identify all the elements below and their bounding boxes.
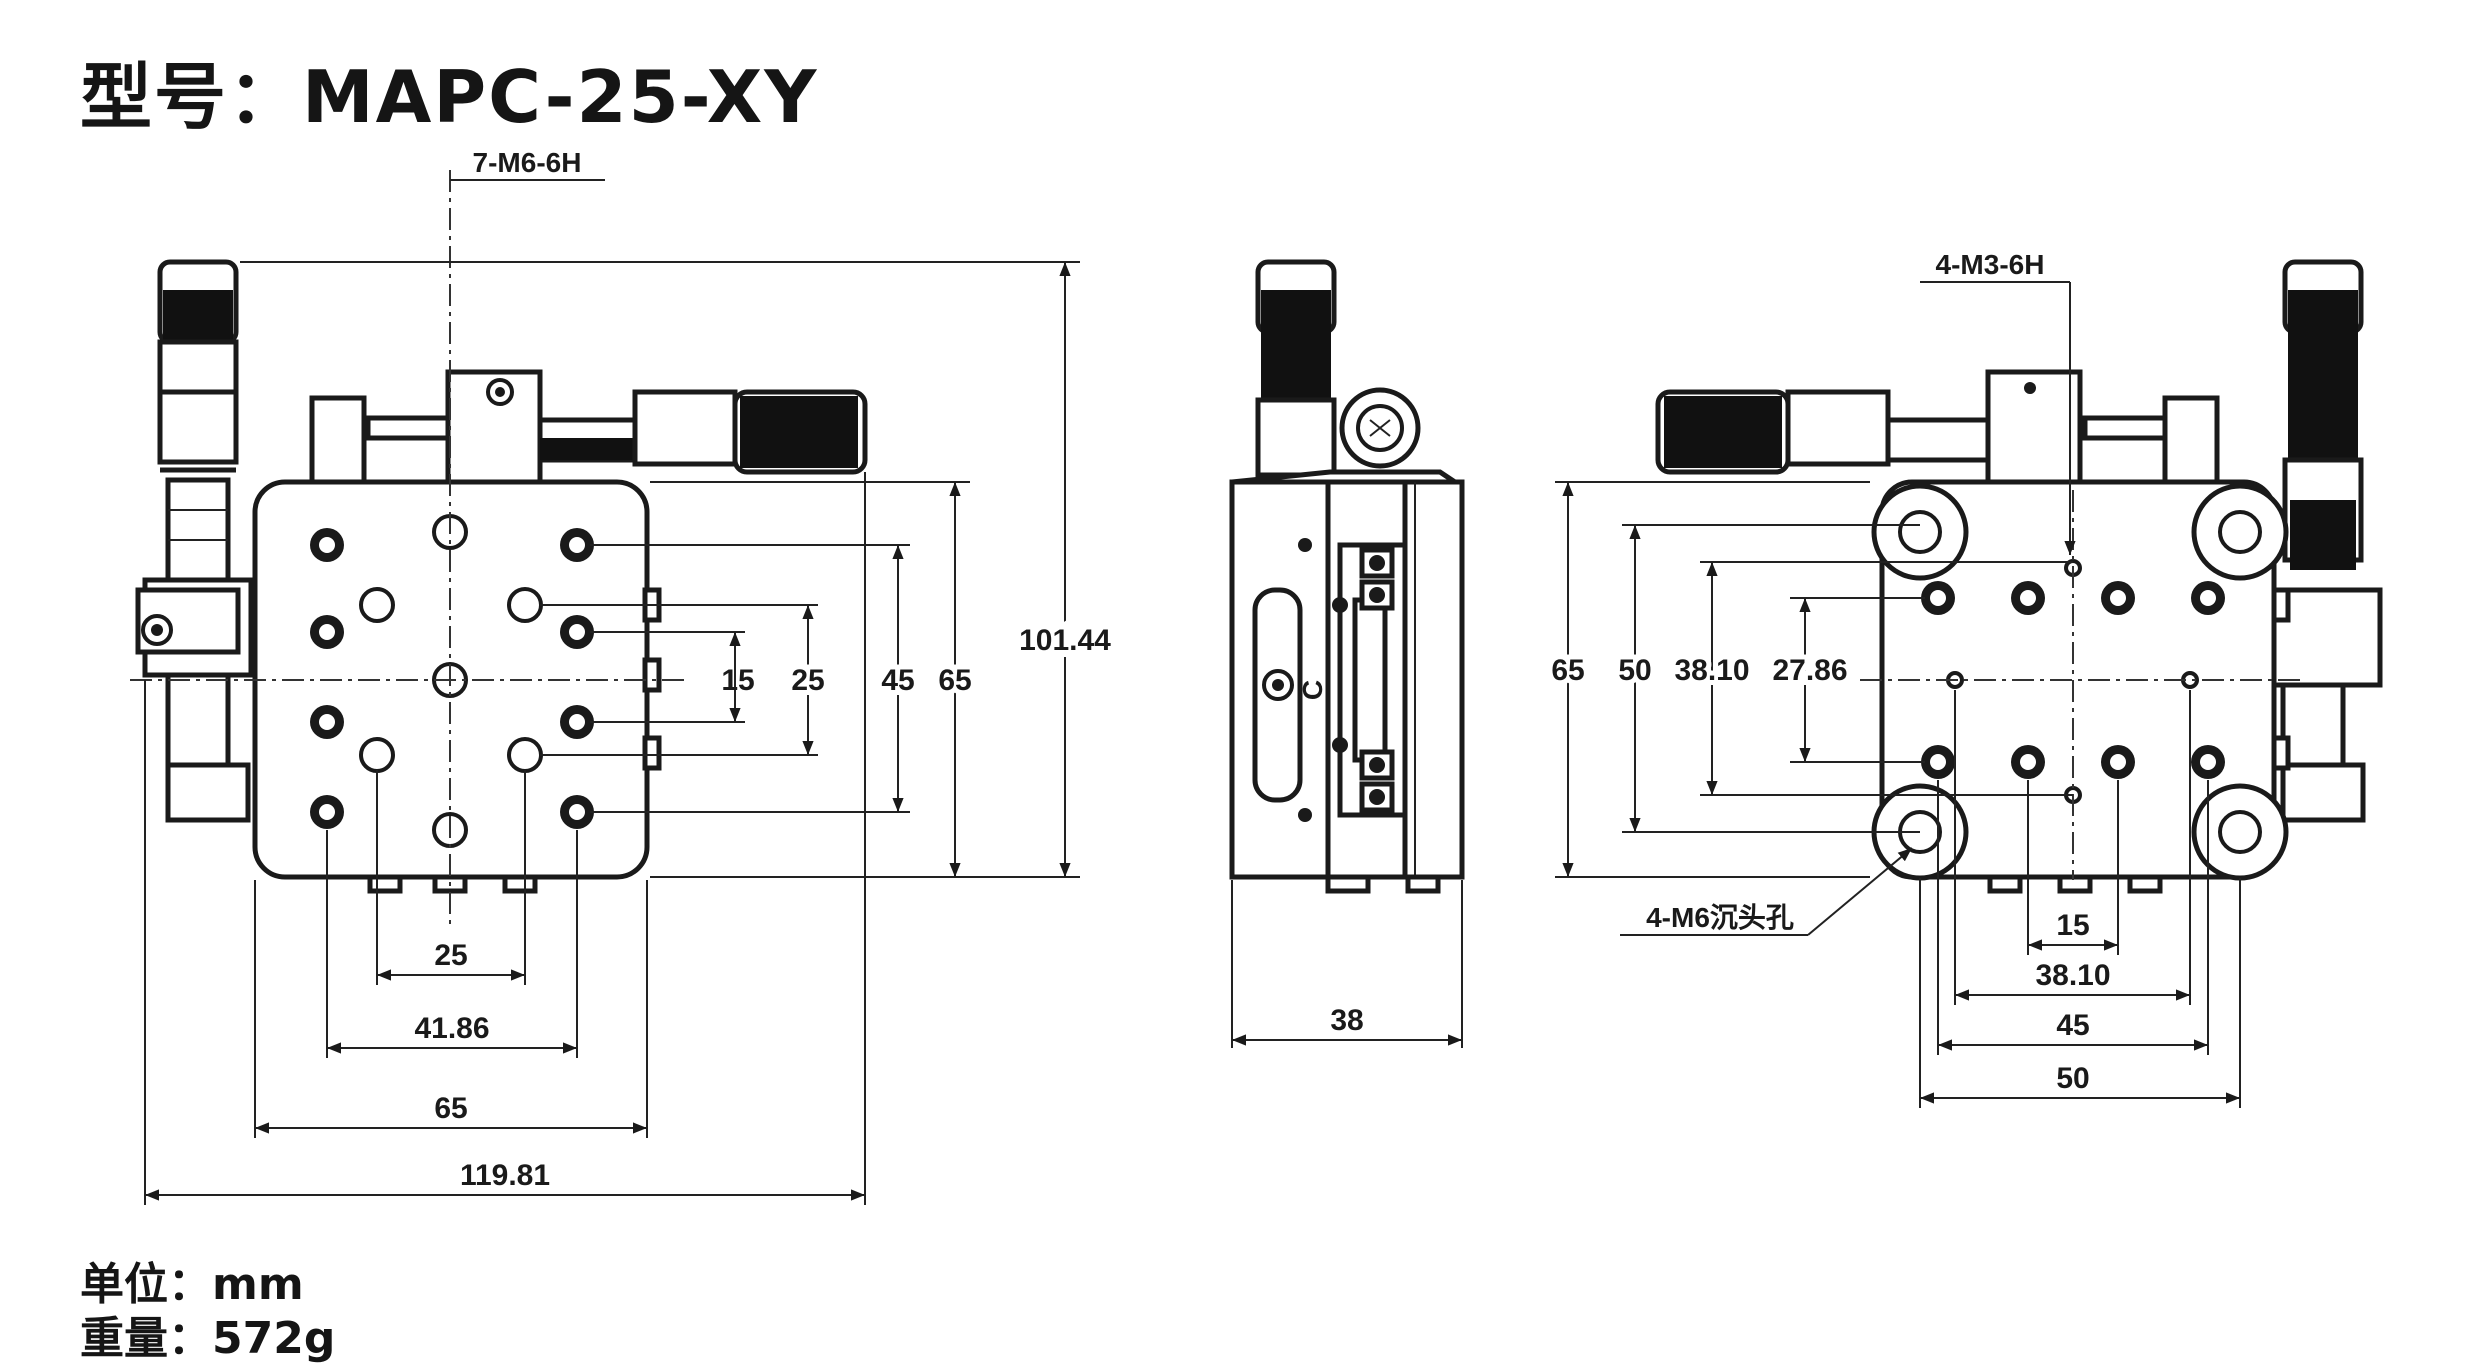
front-tapped-holes [310,514,594,848]
front-dim-65: 65 [938,664,971,697]
back-dim-27-86: 27.86 [1772,654,1847,687]
back-dim-65: 65 [1551,654,1584,687]
front-view: 7-M6-6H 15 25 45 65 101.44 25 41.86 65 [130,147,1118,1205]
back-view: 4-M3-6H 4-M6沉头孔 65 50 38.10 27.86 15 38.… [1546,249,2383,1108]
front-dim-119-81: 119.81 [460,1159,550,1192]
page-title: 型号：MAPC-25-XY [80,55,819,139]
front-dim-101-44: 101.44 [1019,624,1111,657]
weight-label: 重量：572g [80,1313,336,1364]
front-dim-15: 15 [721,664,754,697]
back-dim-15: 15 [2056,909,2089,942]
back-tapped-holes [1921,559,2225,804]
back-dim-38-10: 38.10 [1674,654,1749,687]
back-dim-45: 45 [2056,1009,2089,1042]
y-micrometer [135,259,254,823]
front-dim-65-h: 65 [434,1092,467,1125]
x-micrometer [309,369,868,511]
side-dim-38: 38 [1330,1004,1363,1037]
back-dim-50: 50 [1618,654,1651,687]
svg-text:C: C [1297,680,1328,700]
front-dim-25-h: 25 [434,939,467,972]
unit-label: 单位：mm [80,1259,304,1310]
back-tap-callout: 4-M3-6H [1936,249,2045,280]
front-dim-25: 25 [791,664,824,697]
side-view: C 38 [1229,259,1465,1048]
front-dim-41-86: 41.86 [414,1012,489,1045]
side-screws [1298,538,1395,822]
front-tap-callout: 7-M6-6H [473,147,582,178]
counterbore-callout: 4-M6沉头孔 [1646,902,1794,933]
back-dim-38-10-h: 38.10 [2035,959,2110,992]
back-dim-50-h: 50 [2056,1062,2089,1095]
front-dim-45: 45 [881,664,914,697]
